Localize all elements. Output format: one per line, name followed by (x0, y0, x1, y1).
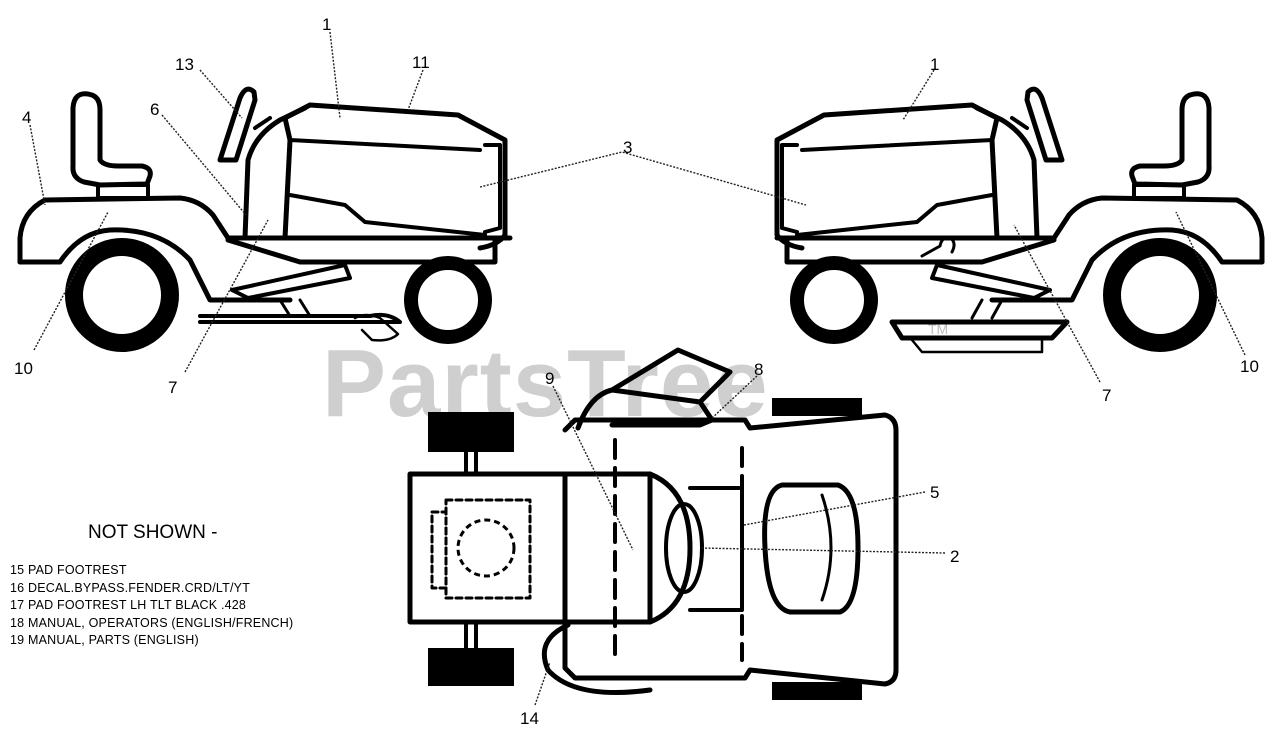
not-shown-item: 16 DECAL.BYPASS.FENDER.CRD/LT/YT (10, 580, 251, 595)
leader-10-right (1175, 211, 1246, 356)
top-engine-dashed (444, 498, 532, 600)
callout-14: 14 (520, 709, 539, 728)
not-shown-title: NOT SHOWN - (88, 522, 218, 543)
callout-7-right: 7 (1102, 386, 1111, 405)
callout-1-left: 1 (322, 15, 331, 34)
leader-1-left (329, 31, 341, 119)
right-dash (974, 105, 1040, 241)
left-steering-column (253, 116, 272, 130)
top-body (562, 412, 899, 687)
leader-11 (407, 69, 424, 111)
top-front-right-wheel (428, 648, 514, 686)
right-mower-deck (889, 319, 1070, 341)
leader-10-left (33, 211, 109, 351)
callout-9: 9 (545, 369, 554, 388)
leader-5 (743, 491, 926, 526)
right-side-view-tractor (774, 86, 1265, 354)
callout-13: 13 (175, 55, 194, 74)
watermark-trademark: TM (928, 321, 948, 337)
top-engine-dashed-side (430, 510, 448, 590)
leader-3 (479, 151, 807, 206)
top-front-left-wheel (428, 412, 514, 452)
not-shown-item: 17 PAD FOOTREST LH TLT BLACK .428 (10, 598, 247, 612)
leader-6 (161, 114, 247, 216)
callout-5: 5 (930, 483, 939, 502)
leader-2 (699, 547, 946, 554)
left-seat-base (96, 183, 150, 200)
callout-7-left: 7 (168, 378, 177, 397)
callout-6: 6 (150, 100, 159, 119)
not-shown-item: 15 PAD FOOTREST (10, 563, 127, 577)
top-seat (762, 482, 861, 615)
callout-1-right: 1 (930, 55, 939, 74)
right-steering-column (1010, 116, 1029, 130)
right-rear-wheel (1103, 238, 1217, 352)
top-rear-left-wheel (772, 398, 862, 416)
callout-numbers: 1 11 13 4 6 3 10 7 1 7 10 9 8 5 2 14 (14, 15, 1259, 728)
left-steering-wheel (217, 86, 258, 163)
left-frame (225, 235, 498, 265)
top-front-axle (464, 450, 478, 650)
right-steering-wheel (1024, 86, 1065, 163)
right-pedal (930, 263, 1052, 300)
top-deck-arc (541, 622, 653, 695)
not-shown-item: 18 MANUAL, OPERATORS (ENGLISH/FRENCH) (10, 615, 294, 630)
left-rear-wheel (65, 238, 179, 352)
right-seat (1129, 91, 1212, 188)
right-deck-skirt (910, 338, 1044, 354)
leader-lines (29, 31, 1246, 706)
top-seat-detail (820, 493, 833, 602)
top-dash (647, 471, 693, 625)
left-deck-hangers (278, 298, 312, 318)
right-hood-detail (780, 138, 994, 237)
left-side-view-tractor (17, 86, 513, 352)
callout-2: 2 (950, 547, 959, 566)
callout-11: 11 (412, 53, 430, 72)
leader-1-right (902, 69, 935, 121)
leader-7-left (184, 219, 269, 373)
left-rear-fender (17, 195, 513, 265)
leader-14 (534, 661, 551, 706)
leader-7-right (1013, 224, 1101, 383)
not-shown-item: 19 MANUAL, PARTS (ENGLISH) (10, 633, 199, 647)
leader-4 (29, 124, 46, 206)
callout-10-left: 10 (14, 359, 33, 378)
top-engine-dashed-circle (456, 518, 516, 578)
leader-9 (552, 385, 634, 551)
callout-4: 4 (22, 108, 31, 127)
leader-13 (199, 69, 243, 119)
left-front-wheel (404, 256, 492, 344)
left-fender-arch (17, 227, 293, 303)
left-hood-detail (288, 138, 502, 237)
left-dash (242, 105, 308, 241)
right-fender-arch (989, 227, 1265, 303)
callout-3: 3 (623, 138, 632, 157)
callout-10-right: 10 (1240, 357, 1259, 376)
left-pedal (230, 263, 352, 300)
left-seat (70, 91, 153, 188)
top-discharge-chute (575, 347, 733, 431)
top-view-tractor (407, 347, 899, 700)
not-shown-list: 15 PAD FOOTREST 16 DECAL.BYPASS.FENDER.C… (10, 562, 293, 650)
callout-8: 8 (754, 360, 763, 379)
top-rear-right-wheel (772, 682, 862, 700)
right-rear-fender (774, 195, 1265, 265)
left-deck-chute (353, 313, 400, 342)
right-front-wheel (790, 256, 878, 344)
right-frame (784, 235, 1057, 265)
right-deck-hangers (970, 298, 1004, 320)
right-lift-lever (920, 236, 956, 258)
right-seat-base (1132, 183, 1186, 200)
